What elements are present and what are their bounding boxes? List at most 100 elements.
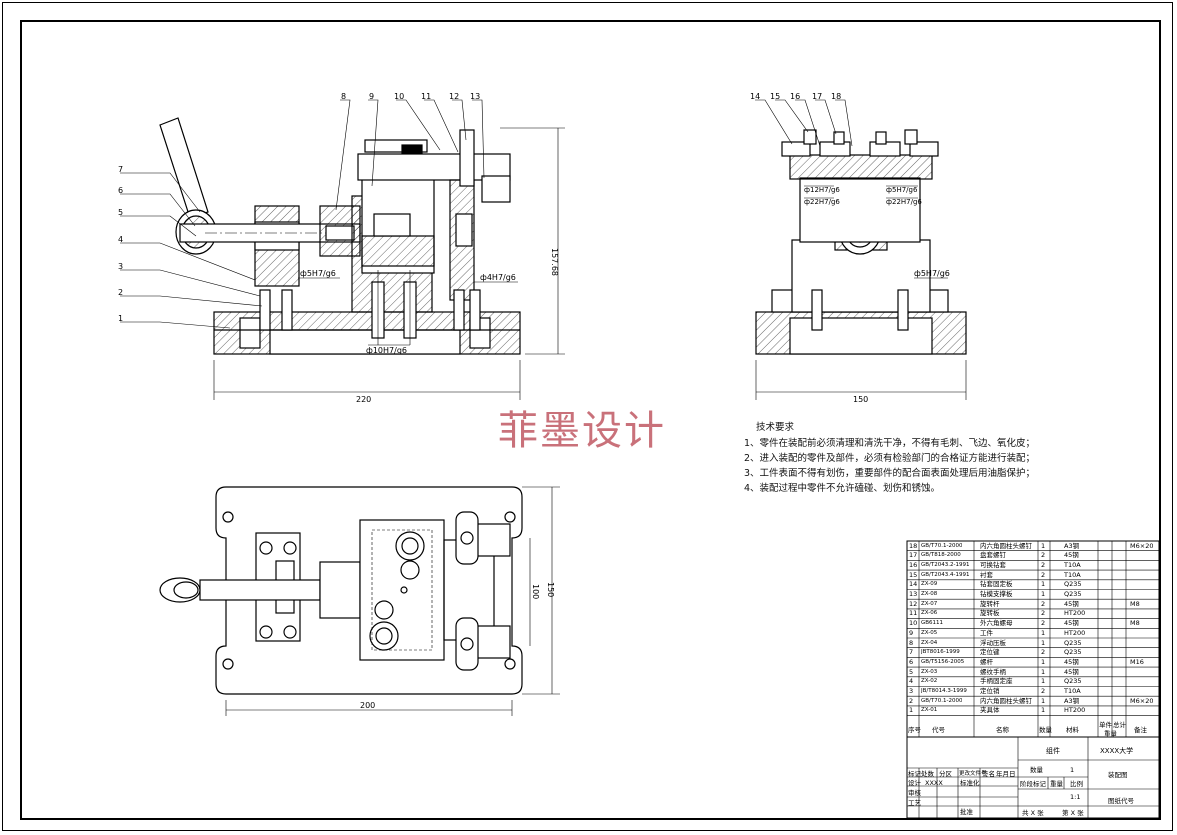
bom-name: 衬套: [980, 570, 993, 579]
balloon-15: 15: [770, 92, 780, 101]
bom-name: 旋转杆: [980, 599, 1000, 608]
bom-material: HT200: [1064, 706, 1086, 715]
bom-no: 2: [909, 696, 914, 705]
bom-no: 1: [909, 706, 914, 715]
balloon-10: 10: [394, 92, 404, 101]
bom-qty: 2: [1041, 648, 1046, 657]
bom-material: HT200: [1064, 609, 1086, 618]
dim-width: 150: [853, 395, 868, 404]
balloon-18: 18: [831, 92, 841, 101]
tb-count-label: 处数: [921, 770, 934, 778]
front-view-labels: 7 6 5 4 3 2 1 8 9 10 11 12 13 ф5H7/g6 ф4…: [118, 92, 559, 404]
bom-qty: 1: [1041, 580, 1046, 589]
watermark-text: 菲墨设计: [498, 408, 666, 454]
balloon-17: 17: [812, 92, 822, 101]
bom-no: 8: [909, 638, 914, 647]
drawing-frame: [20, 20, 1161, 820]
bom-note: M8: [1130, 619, 1140, 628]
bom-qty: 1: [1041, 638, 1046, 647]
tech-item: 3、工件表面不得有划伤，重要部件的配合面表面处理后用油脂保护；: [744, 468, 1036, 479]
tech-title: 技术要求: [756, 422, 795, 433]
bom-name: 内六角圆柱头螺钉: [980, 696, 1032, 705]
bom-name: 钻模支撑板: [980, 590, 1013, 598]
side-view-labels: 14 15 16 17 18 ф12H7/g6 ф22H7/g6 ф5H7/g6…: [750, 92, 950, 404]
tb-design-label: 设计: [908, 779, 921, 787]
tb-drawing-type: 装配图: [1108, 771, 1128, 779]
bom-material: T10A: [1064, 687, 1081, 695]
bom-no: 3: [909, 687, 914, 695]
bom-qty: 1: [1041, 677, 1046, 686]
tb-change-doc: 更改文件号: [959, 771, 987, 777]
bom-code: ZX-01: [921, 707, 938, 714]
bom-name: 螺杆: [980, 657, 993, 666]
bom-note: M8: [1130, 599, 1140, 608]
bom-material: 45钢: [1064, 619, 1079, 628]
bom-note: M16: [1130, 657, 1144, 666]
bom-header-name: 名称: [996, 726, 1009, 734]
bom-code: ZX-07: [921, 600, 938, 607]
drill-plate-top: [359, 519, 445, 661]
bom-name: 外六角螺母: [980, 619, 1013, 628]
dim-width: 220: [356, 395, 371, 404]
drill-plate-side: [789, 154, 933, 180]
tb-designer: XXXX: [925, 779, 943, 787]
front-view: [120, 99, 565, 400]
bom-no: 7: [909, 648, 914, 657]
bom-code: JB/T8014.3-1999: [921, 688, 967, 694]
fit-label: ф4H7/g6: [480, 273, 516, 282]
bom-name: 钻套固定板: [980, 580, 1013, 589]
bom-material: T10A: [1064, 570, 1081, 579]
bom-no: 14: [909, 580, 918, 589]
bom-name: 工件: [980, 628, 993, 637]
bom-no: 16: [909, 560, 918, 569]
bom-code: GB/T70.1-2000: [921, 697, 963, 704]
bom-material: A3钢: [1064, 541, 1080, 550]
balloon-8: 8: [341, 92, 346, 101]
bom-no: 10: [909, 619, 918, 628]
balloon-11: 11: [421, 92, 431, 101]
bom-no: 6: [909, 657, 914, 666]
bom-material: 45钢: [1064, 657, 1079, 666]
bom-no: 11: [909, 609, 918, 618]
top-view-labels: 200 100 150: [360, 582, 555, 710]
fit-label: ф5H7/g6: [914, 269, 950, 278]
bom-header-unit: 单件: [1099, 721, 1112, 729]
balloon-2: 2: [118, 288, 123, 297]
bom-code: GB/T2043.2-1991: [921, 561, 970, 568]
dim-height: 150: [546, 582, 555, 597]
rotating-plate: [455, 511, 479, 565]
tb-zone-label: 分区: [939, 770, 952, 778]
balloon-6: 6: [118, 186, 123, 195]
bom-qty: 1: [1041, 706, 1046, 715]
balloon-12: 12: [449, 92, 459, 101]
top-view: [159, 486, 560, 716]
tech-item: 4、装配过程中零件不允许磕碰、划伤和锈蚀。: [744, 483, 941, 494]
dim-height: 157.68: [550, 248, 559, 276]
bom-material: Q235: [1064, 648, 1082, 657]
bom-name: 可换钻套: [980, 560, 1006, 569]
bom-note: M6×20: [1130, 696, 1154, 705]
balloon-5: 5: [118, 208, 123, 217]
bom-no: 18: [909, 541, 918, 550]
bom-material: T10A: [1064, 560, 1081, 569]
bom-code: ZX-03: [921, 668, 938, 675]
dim-width: 200: [360, 701, 375, 710]
bom-code: ZX-04: [921, 639, 938, 646]
bom-header-code: 代号: [932, 726, 945, 734]
tb-mark-label: 标记: [908, 770, 921, 778]
balloon-4: 4: [118, 235, 123, 244]
bom-qty: 2: [1041, 599, 1046, 608]
fit-label: ф5H7/g6: [886, 186, 918, 194]
tb-assembly: 组件: [1046, 747, 1060, 755]
tb-drawing-code: 图纸代号: [1108, 797, 1134, 805]
tb-std-label: 标准化: [960, 779, 980, 787]
balloon-13: 13: [470, 92, 480, 101]
bom-code: ZX-08: [921, 591, 938, 597]
bom-name: 内六角圆柱头螺钉: [980, 541, 1032, 550]
bom-qty: 2: [1041, 609, 1046, 618]
balloon-16: 16: [790, 92, 800, 101]
bom-header-total: 总计: [1113, 721, 1126, 729]
balloon-1: 1: [118, 314, 123, 323]
bom-no: 4: [909, 677, 914, 686]
